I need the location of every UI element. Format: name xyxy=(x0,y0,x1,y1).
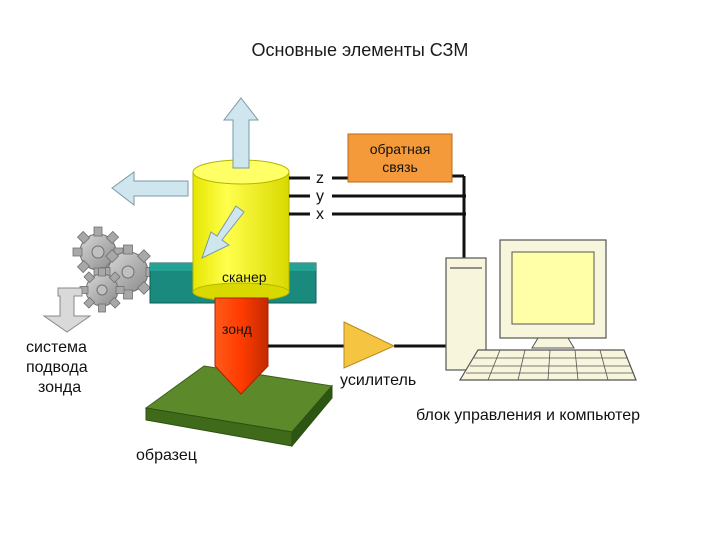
approach-label-line1: система xyxy=(26,339,87,356)
axis-y-label: y xyxy=(316,188,324,205)
approach-label-line2: подвода xyxy=(26,359,88,376)
feedback-label-line2: связь xyxy=(382,159,418,175)
feedback-label-line1: обратная xyxy=(370,141,431,157)
sample-label: образец xyxy=(136,447,197,464)
axis-x-label: x xyxy=(316,206,324,223)
up-arrow-icon xyxy=(222,97,260,169)
gear-icon xyxy=(79,267,125,313)
scanner-cylinder xyxy=(192,159,290,302)
amplifier-triangle xyxy=(343,321,396,369)
left-arrow-icon xyxy=(111,171,189,207)
signal-wires xyxy=(268,174,466,348)
page-title: Основные элементы СЗМ xyxy=(251,40,469,60)
approach-label-line3: зонда xyxy=(38,379,81,396)
probe-label: зонд xyxy=(222,321,252,337)
down-arrow-icon xyxy=(42,287,92,333)
control-unit-label: блок управления и компьютер xyxy=(416,407,640,424)
diagonal-arrow-icon xyxy=(201,205,245,259)
computer-icon xyxy=(445,239,637,381)
axis-z-label: z xyxy=(316,170,324,187)
feedback-box: обратная связь xyxy=(347,133,453,183)
scanner-label: сканер xyxy=(222,269,267,285)
amplifier-label: усилитель xyxy=(340,372,416,389)
sample xyxy=(144,365,333,448)
probe xyxy=(214,297,269,395)
